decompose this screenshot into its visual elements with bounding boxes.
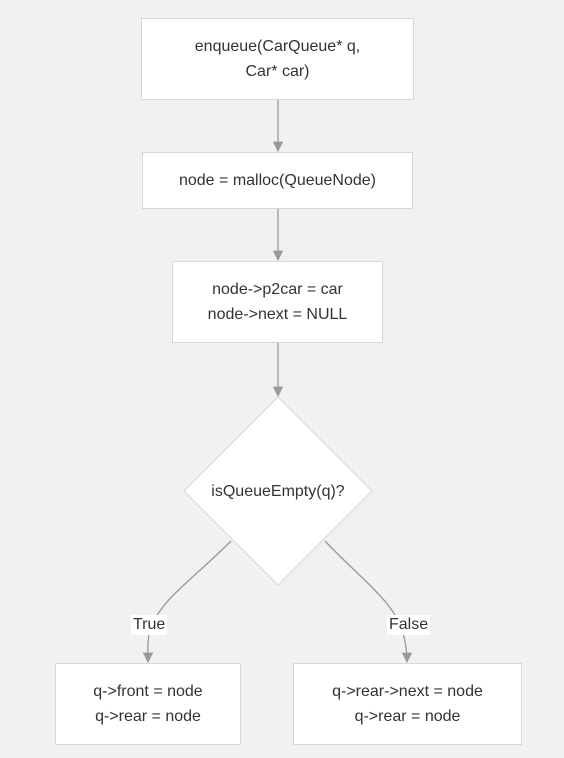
init-node-line-2: node->next = NULL	[207, 306, 348, 323]
false-edge-label: False	[387, 615, 431, 635]
false-branch-line-1: q->rear->next = node	[332, 683, 483, 700]
start-node: enqueue(CarQueue* q, Car* car)	[141, 18, 414, 100]
start-node-line-2: Car* car)	[245, 63, 310, 80]
false-branch-line-2: q->rear = node	[354, 708, 461, 725]
true-branch-line-1: q->front = node	[93, 683, 203, 700]
true-branch-line-2: q->rear = node	[95, 708, 201, 725]
decision-node-label: isQueueEmpty(q)?	[211, 483, 345, 500]
decision-diamond	[183, 396, 373, 586]
init-node-line-1: node->p2car = car	[212, 281, 343, 298]
true-branch-node: q->front = node q->rear = node	[55, 663, 241, 745]
malloc-node: node = malloc(QueueNode)	[142, 152, 413, 209]
malloc-node-line-1: node = malloc(QueueNode)	[178, 172, 376, 189]
edge-decision-to-false	[324, 540, 413, 664]
start-node-line-1: enqueue(CarQueue* q,	[194, 38, 361, 55]
true-edge-label: True	[131, 615, 168, 635]
init-node: node->p2car = car node->next = NULL	[172, 261, 383, 343]
edge-decision-to-true	[142, 540, 232, 664]
false-branch-node: q->rear->next = node q->rear = node	[293, 663, 522, 745]
